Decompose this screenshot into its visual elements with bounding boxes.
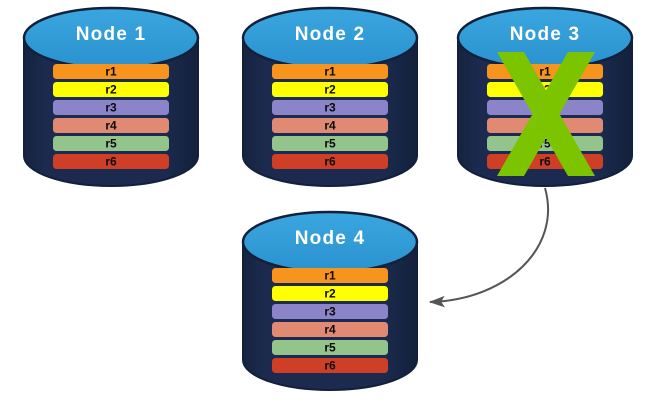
node-2-record-label-r5: r5 [324, 137, 336, 151]
node-1-record-label-r1: r1 [105, 65, 117, 79]
node-3-failure-cross-icon [497, 52, 595, 176]
node-2-record-label-r6: r6 [324, 155, 336, 169]
node-1-record-label-r6: r6 [105, 155, 117, 169]
node-2-record-label-r2: r2 [324, 83, 336, 97]
node-1-record-r6 [53, 154, 169, 169]
node-1-record-r4 [53, 118, 169, 133]
node-1-record-r1 [53, 64, 169, 79]
node-2-record-r3 [272, 100, 388, 115]
node-4[interactable]: Node 4 r1 r2 r3 r4 r5 r6 [241, 210, 419, 391]
node-2-record-r5 [272, 136, 388, 151]
node-4-record-label-r2: r2 [324, 287, 336, 301]
node-2[interactable]: Node 2 r1 r2 r3 r4 r5 r6 [241, 6, 419, 187]
node-2-record-r1 [272, 64, 388, 79]
node-2-record-r2 [272, 82, 388, 97]
node-2-record-label-r1: r1 [324, 65, 336, 79]
node-1-record-r2 [53, 82, 169, 97]
node-4-record-r6 [272, 358, 388, 373]
node-3-label: Node 3 [510, 24, 581, 45]
node-4-record-r5 [272, 340, 388, 355]
node-4-record-label-r3: r3 [324, 305, 336, 319]
node-1-label: Node 1 [76, 24, 147, 45]
node-4-record-r1 [272, 268, 388, 283]
node-1-record-label-r5: r5 [105, 137, 117, 151]
node-4-label: Node 4 [295, 228, 366, 249]
node-3-record-label-r5: r5 [539, 137, 551, 151]
node-1-records: r1 r2 r3 r4 r5 r6 [53, 64, 169, 169]
node-2-record-label-r3: r3 [324, 101, 336, 115]
node-2-label: Node 2 [295, 24, 366, 45]
node-1-record-r5 [53, 136, 169, 151]
node-4-record-label-r4: r4 [324, 323, 336, 337]
node-3-record-label-r1: r1 [539, 65, 551, 79]
node-2-record-label-r4: r4 [324, 119, 336, 133]
node-4-records: r1 r2 r3 r4 r5 r6 [272, 268, 388, 373]
node-3-record-label-r6: r6 [539, 155, 551, 169]
node-4-record-r4 [272, 322, 388, 337]
node-1-record-label-r4: r4 [105, 119, 117, 133]
node-1-record-label-r3: r3 [105, 101, 117, 115]
node-2-record-r6 [272, 154, 388, 169]
node-1[interactable]: Node 1 r1 r2 r3 r4 r5 r6 [22, 6, 200, 187]
node-1-record-r3 [53, 100, 169, 115]
node-2-record-r4 [272, 118, 388, 133]
node-4-record-r3 [272, 304, 388, 319]
node-1-record-label-r2: r2 [105, 83, 117, 97]
failure-cross-stroke-b [497, 52, 595, 176]
node-4-record-label-r1: r1 [324, 269, 336, 283]
node-2-records: r1 r2 r3 r4 r5 r6 [272, 64, 388, 169]
node-4-record-r2 [272, 286, 388, 301]
replication-arrow-node3-to-node4 [428, 187, 550, 308]
node-4-record-label-r5: r5 [324, 341, 336, 355]
node-4-record-label-r6: r6 [324, 359, 336, 373]
node-3[interactable]: Node 3 r1 r2 r3 r4 r5 r6 [456, 6, 634, 187]
